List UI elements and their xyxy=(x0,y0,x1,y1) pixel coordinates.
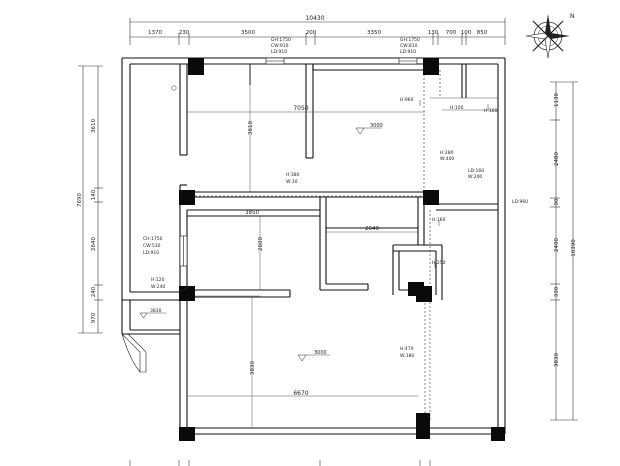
window-tag-3-line-1: CH:1750 xyxy=(143,236,163,242)
dim-2640: 2640 xyxy=(365,226,379,232)
interior-dimension-ticks xyxy=(179,100,489,293)
beam-tag-5-line-1: LD:160 xyxy=(468,168,484,174)
window-tag-3-line-3: LD:910 xyxy=(143,250,159,256)
right-dim-4: 2490 xyxy=(554,238,560,252)
window-tag-2-line-2: CW:810 xyxy=(400,43,418,49)
dim-2600: 2600 xyxy=(258,237,264,251)
top-dim-8: 100 xyxy=(461,30,472,36)
dim-7050: 7050 xyxy=(293,105,308,112)
beam-tag-11-line-1: H:470 xyxy=(400,346,414,352)
dim-3850: 3850 xyxy=(245,210,259,216)
compass-north-mark: N xyxy=(570,13,575,20)
top-dimension-chain xyxy=(129,18,506,45)
beam-tag-6: H:380 W:30 xyxy=(286,172,300,185)
beam-tag-3: H:160 xyxy=(484,108,498,114)
drafting-lines xyxy=(187,64,498,428)
beam-tag-11: H:470 W:180 xyxy=(400,346,414,359)
left-dim-2: 140 xyxy=(91,189,97,200)
top-dim-4: 200 xyxy=(306,30,317,36)
windows xyxy=(129,57,418,267)
beam-tag-2: H:100 xyxy=(450,105,464,111)
beam-tag-6-line-2: W:30 xyxy=(286,179,298,185)
beam-tag-7: LD:960 xyxy=(512,199,528,205)
window-tag-2: GH:1750 CW:810 LD:910 xyxy=(400,37,420,55)
beam-tag-8: H:160 xyxy=(432,217,446,223)
dim-3830: 3830 xyxy=(250,361,256,375)
beam-tag-1: H:960 xyxy=(400,97,414,103)
compass-rose-icon: N xyxy=(525,13,575,59)
right-dim-6: 3830 xyxy=(554,353,560,367)
right-dimension-chain xyxy=(550,81,578,421)
dim-3610: 3610 xyxy=(248,121,254,135)
left-dimension-chain xyxy=(78,65,103,334)
overall-width-label: 10430 xyxy=(305,15,324,22)
right-dim-2: 2480 xyxy=(554,152,560,166)
beam-tag-5: LD:160 W:200 xyxy=(468,168,484,180)
beam-tag-10-line-2: W:240 xyxy=(151,284,165,290)
window-tag-3: CH:1750 CW:530 LD:910 xyxy=(143,236,163,256)
dim-6670: 6670 xyxy=(293,390,308,397)
overall-height-label: 7690 xyxy=(77,193,83,207)
top-dim-6: 130 xyxy=(428,30,439,36)
floor-level-marker-porch: 3830 xyxy=(139,308,166,319)
window-tag-3-line-2: CW:530 xyxy=(143,243,161,249)
window-tag-2-line-3: LD:910 xyxy=(400,49,416,55)
left-dim-3: 2640 xyxy=(91,237,97,251)
top-dim-5: 3350 xyxy=(367,30,381,36)
beam-dashed-lines xyxy=(187,70,441,420)
beam-tag-10-line-1: H:120 xyxy=(151,277,165,283)
left-dim-1: 3610 xyxy=(91,119,97,133)
top-dim-3: 3500 xyxy=(241,30,255,36)
left-dim-5: 970 xyxy=(91,312,97,323)
window-tag-1-line-1: GH:1750 xyxy=(271,37,291,43)
door-swing xyxy=(121,333,147,373)
beam-tag-9: H:250 xyxy=(432,260,446,266)
floor-level-marker-upper: 3000 xyxy=(355,123,383,135)
top-dim-1: 1370 xyxy=(148,30,162,36)
left-dim-4: 240 xyxy=(91,286,97,297)
beam-tag-10: H:120 W:240 xyxy=(151,277,165,290)
window-tag-2-line-1: GH:1750 xyxy=(400,37,420,43)
right-dim-3: 90 xyxy=(554,198,560,205)
floor-level-marker-lower: 3000 xyxy=(297,350,330,362)
window-tag-1: GH:1750 CW:910 LD:910 xyxy=(271,37,291,55)
top-dim-9: 850 xyxy=(477,30,488,36)
bottom-dimension-chain xyxy=(129,460,431,466)
beam-tag-4: H:280 W:400 xyxy=(440,150,454,162)
floor-level-lower-text: 3000 xyxy=(314,350,327,356)
floor-level-porch-text: 3830 xyxy=(150,308,162,314)
beam-tag-5-line-2: W:200 xyxy=(468,174,482,180)
circle-marker-icon xyxy=(171,85,177,91)
floor-level-upper-text: 3000 xyxy=(370,123,383,129)
right-dim-1: 1130 xyxy=(554,93,560,107)
top-dim-2: 230 xyxy=(179,30,190,36)
beam-tag-4-line-1: H:280 xyxy=(440,150,454,156)
beam-tag-6-line-1: H:380 xyxy=(286,172,300,178)
columns xyxy=(179,58,505,441)
right-dim-5: 330 xyxy=(554,286,560,297)
beam-tag-11-line-2: W:180 xyxy=(400,353,414,359)
window-tag-1-line-2: CW:910 xyxy=(271,43,289,49)
window-tag-1-line-3: LD:910 xyxy=(271,49,287,55)
overall-right-height-label: 10390 xyxy=(571,239,577,257)
top-dim-7: 700 xyxy=(446,30,457,36)
beam-tag-4-line-2: W:400 xyxy=(440,156,454,162)
